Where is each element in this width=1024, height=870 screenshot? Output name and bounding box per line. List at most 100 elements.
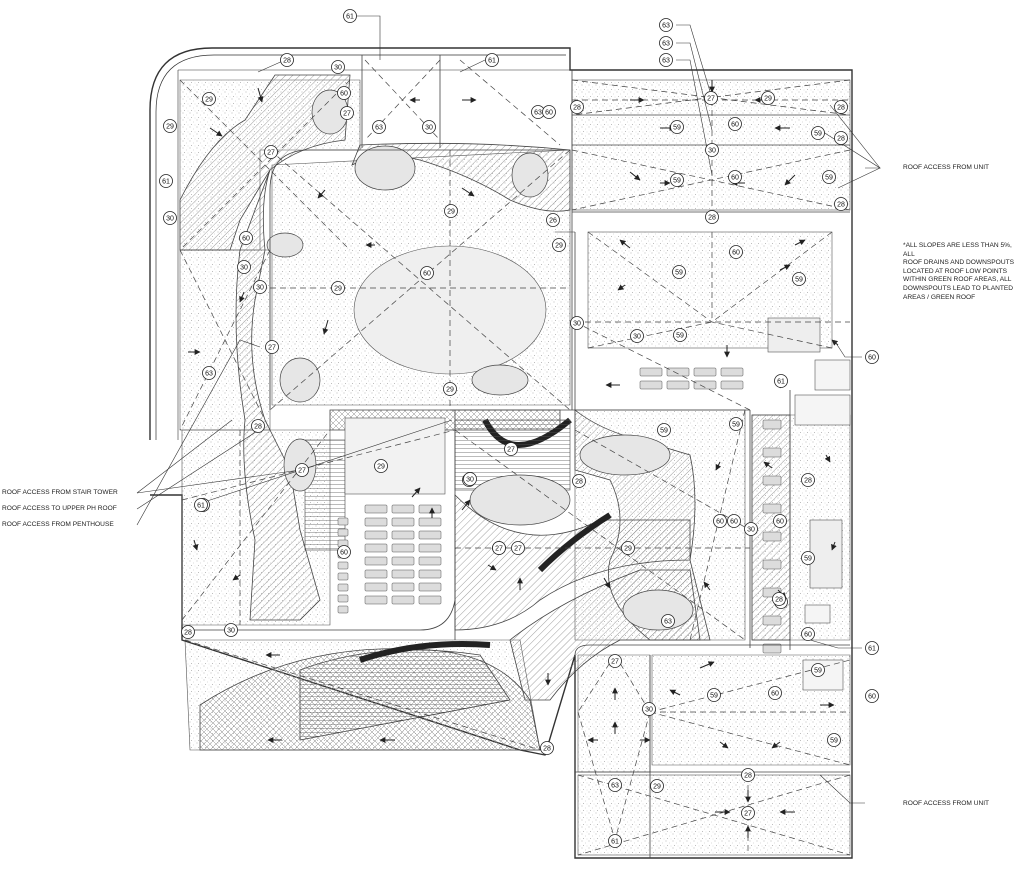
drain-tag: 63	[202, 366, 216, 380]
drain-tag: 28	[834, 197, 848, 211]
drain-tag: 28	[572, 474, 586, 488]
drain-tag: 27	[264, 145, 278, 159]
bench	[418, 595, 442, 605]
drain-tag-label: 29	[377, 464, 385, 471]
drain-tag-label: 27	[744, 811, 752, 818]
bench	[418, 556, 442, 566]
drain-tag-label: 30	[466, 477, 474, 484]
bench	[418, 504, 442, 514]
bench	[418, 569, 442, 579]
drain-tag: 59	[792, 272, 806, 286]
drain-tag-label: 60	[731, 175, 739, 182]
bench	[364, 556, 388, 566]
drain-tag: 28	[772, 592, 786, 606]
bench	[693, 367, 717, 377]
drain-tag-label: 60	[730, 519, 738, 526]
bench	[762, 559, 782, 570]
drain-tag: 60	[865, 689, 879, 703]
drain-tag: 59	[670, 120, 684, 134]
bench	[720, 380, 744, 390]
drain-tag-label: 63	[662, 41, 670, 48]
drain-tag: 27	[340, 106, 354, 120]
drain-tag-label: 60	[732, 250, 740, 257]
drain-tag-label: 59	[673, 178, 681, 185]
drain-tag: 59	[811, 663, 825, 677]
drain-tag-label: 28	[744, 773, 752, 780]
drain-tag-label: 61	[346, 14, 354, 21]
drain-tag-label: 30	[573, 321, 581, 328]
drain-tag-label: 27	[267, 150, 275, 157]
bench	[337, 528, 349, 537]
drain-tag-label: 61	[611, 839, 619, 846]
drain-tag: 28	[705, 210, 719, 224]
drain-tag-label: 28	[575, 479, 583, 486]
drain-tag: 60	[728, 117, 742, 131]
bench	[337, 561, 349, 570]
bench	[391, 543, 415, 553]
drain-tag: 27	[704, 91, 718, 105]
drain-tag-label: 30	[425, 125, 433, 132]
drain-tag-label: 29	[764, 96, 772, 103]
drain-tag-label: 60	[545, 110, 553, 117]
drain-tag: 59	[811, 126, 825, 140]
drain-tag-label: 29	[446, 387, 454, 394]
bench	[337, 517, 349, 526]
drain-tag-label: 30	[645, 707, 653, 714]
drain-tag: 28	[801, 473, 815, 487]
drain-tag: 27	[741, 806, 755, 820]
drain-tag: 30	[463, 472, 477, 486]
bench	[762, 531, 782, 542]
bench	[391, 556, 415, 566]
drain-tag: 28	[251, 419, 265, 433]
drain-tag-label: 30	[747, 527, 755, 534]
roof-equipment	[344, 317, 851, 691]
drain-tag: 29	[621, 541, 635, 555]
drain-tag-label: 59	[825, 175, 833, 182]
drain-tag: 60	[729, 245, 743, 259]
slope-arrows	[188, 80, 839, 838]
drain-tag: 59	[729, 417, 743, 431]
drain-tag-label: 60	[340, 91, 348, 98]
drain-tag: 61	[774, 374, 788, 388]
drain-tag: 29	[444, 204, 458, 218]
drain-tag: 29	[761, 91, 775, 105]
drain-tag-label: 29	[653, 784, 661, 791]
drain-tag-label: 29	[205, 97, 213, 104]
drain-tag-label: 30	[256, 285, 264, 292]
drain-tag-label: 60	[423, 271, 431, 278]
drain-tag: 30	[570, 316, 584, 330]
bench	[666, 367, 690, 377]
drain-tag-label: 28	[573, 105, 581, 112]
drain-tag-label: 60	[716, 519, 724, 526]
drain-tag-label: 61	[488, 58, 496, 65]
drain-tag: 29	[202, 92, 216, 106]
drain-tag-label: 63	[662, 58, 670, 65]
drain-tag: 59	[657, 423, 671, 437]
drain-tag: 30	[224, 623, 238, 637]
drain-tag: 30	[331, 60, 345, 74]
drain-tag: 60	[768, 686, 782, 700]
drain-tag-label: 30	[633, 334, 641, 341]
drain-tag-label: 28	[837, 105, 845, 112]
drain-tag: 59	[672, 265, 686, 279]
drain-tag: 28	[181, 625, 195, 639]
drain-tag: 30	[422, 120, 436, 134]
drain-tag-label: 59	[710, 693, 718, 700]
drain-tag: 28	[280, 53, 294, 67]
drain-tag: 26	[546, 213, 560, 227]
drain-tag: 63	[608, 778, 622, 792]
bench	[391, 582, 415, 592]
drain-tag: 59	[670, 173, 684, 187]
drain-tag-label: 28	[708, 215, 716, 222]
bench	[364, 517, 388, 527]
drain-tag-label: 29	[166, 124, 174, 131]
bench	[762, 503, 782, 514]
drain-tag: 60	[728, 170, 742, 184]
drain-tag-label: 60	[771, 691, 779, 698]
bench	[391, 595, 415, 605]
drain-tag: 27	[511, 541, 525, 555]
drain-tag-label: 61	[162, 179, 170, 186]
bench	[762, 475, 782, 486]
bench	[762, 643, 782, 654]
